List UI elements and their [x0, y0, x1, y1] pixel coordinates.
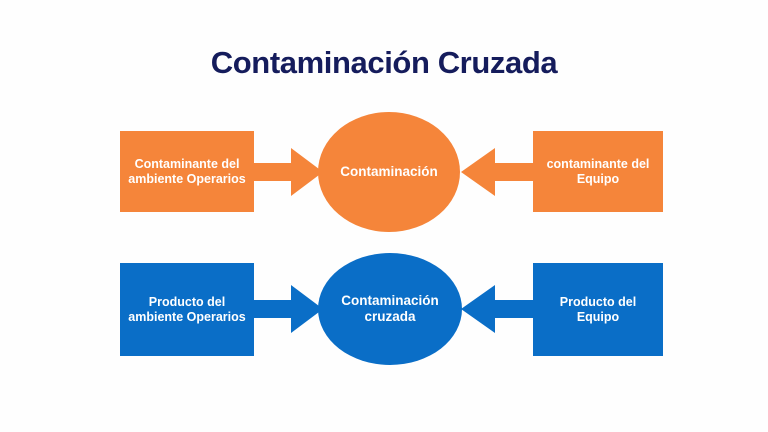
- source-box-right-equipo[interactable]: contaminante del Equipo: [533, 131, 663, 212]
- arrow-left-to-center-orange: [253, 148, 323, 196]
- arrow-left-to-center-blue: [253, 285, 323, 333]
- center-node-contaminacion[interactable]: Contaminación: [318, 112, 460, 232]
- diagram-row-contaminacion-cruzada: Producto del ambiente Operarios Contamin…: [0, 253, 768, 373]
- product-box-right-label: Producto del Equipo: [559, 294, 637, 324]
- center-node-contaminacion-cruzada-label: Contaminación cruzada: [341, 292, 439, 324]
- arrow-right-to-center-blue: [461, 285, 533, 333]
- product-box-left-ambiente-operarios[interactable]: Producto del ambiente Operarios: [120, 263, 254, 356]
- source-box-right-label: contaminante del Equipo: [546, 156, 650, 186]
- diagram-row-contaminacion: Contaminante del ambiente Operarios Cont…: [0, 112, 768, 232]
- page-title: Contaminación Cruzada: [210, 45, 558, 80]
- source-box-left-label: Contaminante del ambiente Operarios: [128, 156, 246, 186]
- center-node-contaminacion-cruzada[interactable]: Contaminación cruzada: [318, 253, 462, 365]
- center-node-contaminacion-label: Contaminación: [340, 164, 438, 180]
- product-box-right-equipo[interactable]: Producto del Equipo: [533, 263, 663, 356]
- arrow-right-to-center-orange: [461, 148, 533, 196]
- source-box-left-ambiente-operarios[interactable]: Contaminante del ambiente Operarios: [120, 131, 254, 212]
- product-box-left-label: Producto del ambiente Operarios: [128, 294, 246, 324]
